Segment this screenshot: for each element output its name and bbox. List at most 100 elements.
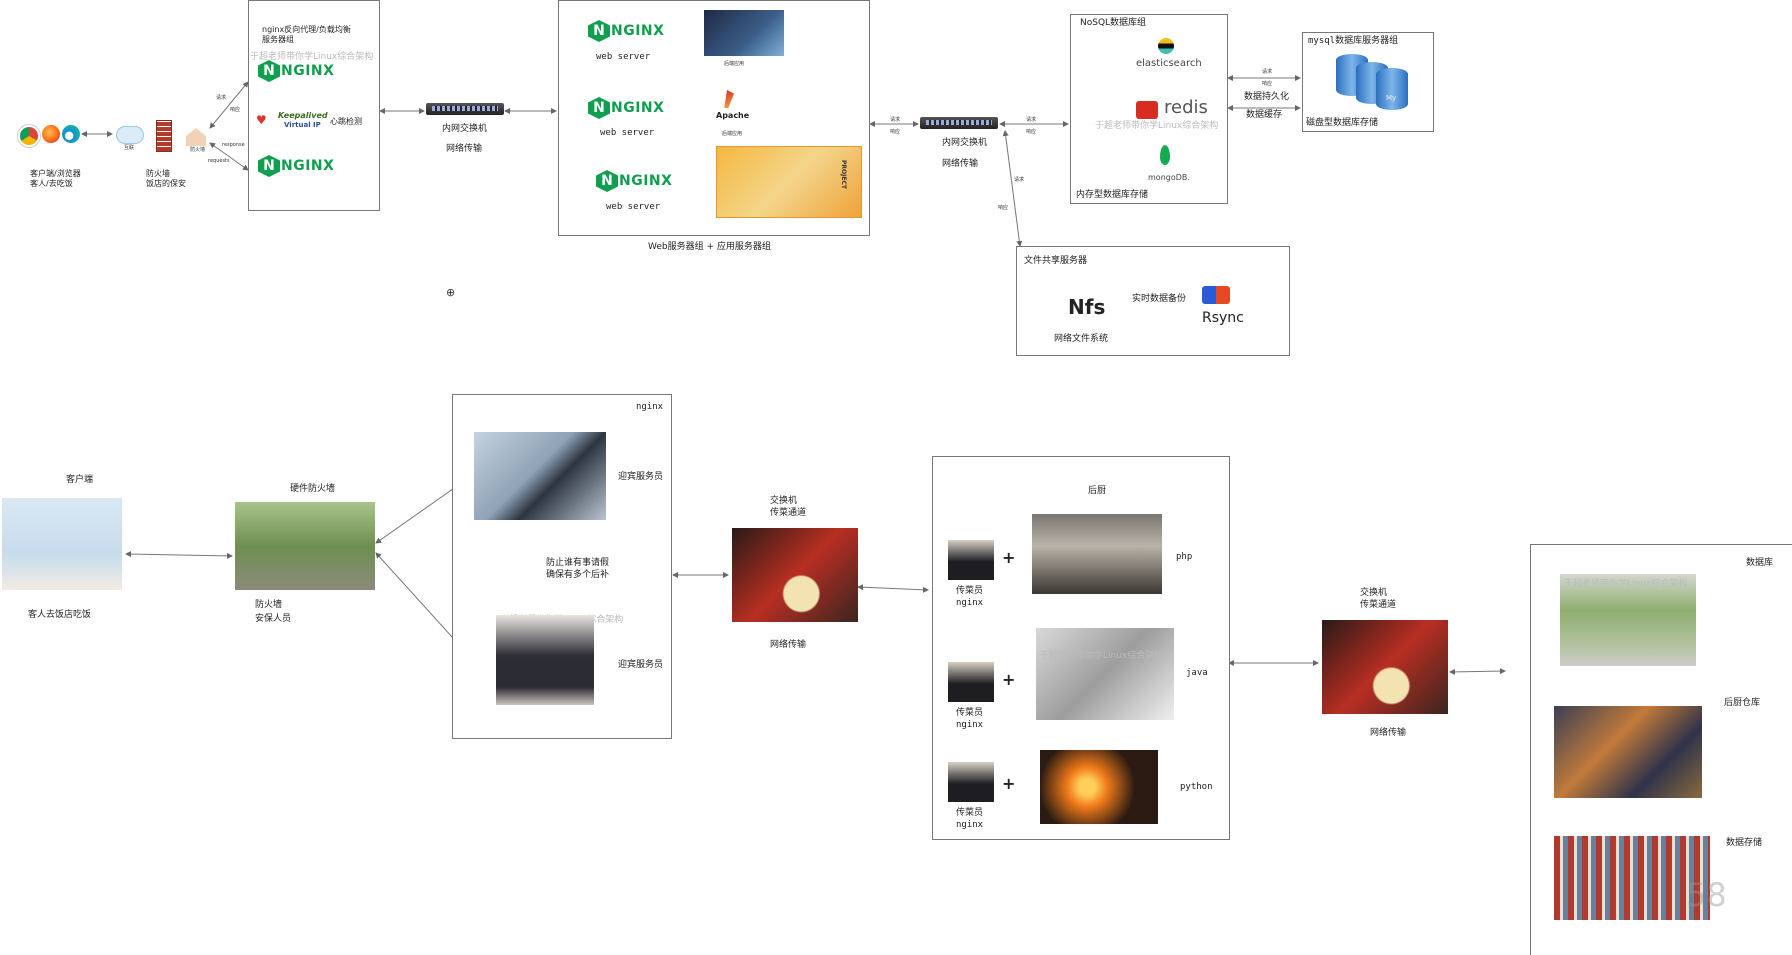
web-server-label-2: web server bbox=[600, 128, 655, 138]
watermark-db: 于超老师带你学Linux综合架构 bbox=[1564, 579, 1688, 589]
cloud-label: 互联 bbox=[124, 145, 135, 151]
rice-storage-photo bbox=[1560, 574, 1696, 666]
response-label: response bbox=[222, 142, 245, 148]
bottom-switch-caption: 网络传输 bbox=[770, 640, 807, 650]
chrome-icon bbox=[18, 125, 40, 147]
plus-php: + bbox=[1002, 548, 1016, 567]
greeter-2-label: 迎宾服务员 bbox=[618, 660, 664, 670]
client-illustration bbox=[2, 498, 122, 590]
heart-icon: ♥ bbox=[256, 113, 267, 127]
mongodb-leaf-icon bbox=[1160, 145, 1170, 165]
switch-2-request-label: 请求 bbox=[890, 117, 901, 123]
client-caption: 客人去饭店吃饭 bbox=[28, 610, 92, 620]
switch-1-sublabel: 网络传输 bbox=[446, 144, 483, 154]
switch-2-sublabel: 网络传输 bbox=[942, 159, 979, 169]
hw-firewall-caption1: 防火墙 bbox=[255, 600, 283, 610]
bottom-switch2-caption: 网络传输 bbox=[1370, 728, 1407, 738]
web-group-title: Web服务器组 + 应用服务器组 bbox=[648, 242, 771, 252]
mongodb-label: mongoDB. bbox=[1148, 173, 1190, 182]
client-title: 客户端 bbox=[66, 475, 94, 485]
hw-firewall-caption2: 安保人员 bbox=[255, 614, 292, 624]
watermark-nosql: 于超老师带你学Linux综合架构 bbox=[1095, 121, 1219, 131]
heartbeat-label: 心跳检测 bbox=[330, 117, 362, 126]
rsync-label: Rsync bbox=[1202, 310, 1244, 326]
browser-icons bbox=[18, 125, 80, 147]
plus-python: + bbox=[1002, 774, 1016, 793]
firewall-label: 防火墙 bbox=[146, 169, 170, 178]
waiter-sub-python: nginx bbox=[956, 820, 984, 830]
backup-note-1: 防止谁有事请假 bbox=[546, 558, 610, 568]
web-server-label-3: web server bbox=[606, 202, 661, 212]
bottom-switch-title-1: 交换机 bbox=[770, 496, 798, 506]
cloud-icon bbox=[116, 126, 144, 144]
firewall-sublabel: 饭店的保安 bbox=[146, 179, 186, 188]
waiter-label-php: 传菜员 bbox=[956, 586, 984, 596]
apache-label: Apache bbox=[716, 111, 750, 120]
waiter-serving-photo bbox=[732, 528, 858, 622]
request-label: 请求 bbox=[216, 95, 227, 101]
client-label: 客户端/浏览器 bbox=[30, 169, 81, 178]
db-title: 数据库 bbox=[1746, 558, 1774, 568]
nfs-label: Nfs bbox=[1068, 295, 1106, 319]
kitchen-photo-java bbox=[1036, 628, 1174, 720]
redis-logo-icon bbox=[1136, 101, 1158, 119]
nosql-footer: 内存型数据库存储 bbox=[1076, 190, 1149, 200]
lang-php: php bbox=[1176, 552, 1193, 562]
project-label: PROJECT bbox=[840, 160, 847, 189]
firefox-icon bbox=[42, 125, 60, 143]
file-share-box bbox=[1016, 246, 1290, 356]
cache-label: 数据缓存 bbox=[1246, 110, 1283, 120]
storage-label: 数据存储 bbox=[1726, 838, 1763, 848]
keepalived-sublabel: Virtual IP bbox=[284, 121, 321, 129]
mysql-request-label: 请求 bbox=[1262, 69, 1273, 75]
warehouse-photo bbox=[1554, 706, 1702, 798]
nfs-sublabel: 网络文件系统 bbox=[1054, 334, 1109, 344]
hw-firewall-title: 硬件防火墙 bbox=[290, 484, 336, 494]
kitchen-photo-php bbox=[1032, 514, 1162, 594]
waiter-sub-java: nginx bbox=[956, 720, 984, 730]
apache-feather-icon bbox=[724, 90, 734, 108]
zoom-icon[interactable]: ⊕ bbox=[446, 286, 456, 299]
nosql-request-label: 请求 bbox=[1026, 117, 1037, 123]
keepalived-label: Keepalived bbox=[278, 111, 328, 120]
kitchen-title: 后厨 bbox=[1088, 486, 1107, 496]
backend-app-label-2: 后端应用 bbox=[722, 131, 743, 137]
switch-2-label: 内网交换机 bbox=[942, 138, 988, 148]
storage-shelf-photo bbox=[1554, 836, 1710, 920]
watermark: 于超老师带你学Linux综合架构 bbox=[250, 52, 374, 62]
firewall-photo bbox=[235, 502, 375, 590]
waiter-label-java: 传菜员 bbox=[956, 708, 984, 718]
backup-note-2: 确保有多个后补 bbox=[546, 570, 610, 580]
page-number: 58 bbox=[1686, 876, 1727, 914]
switch-2-ports bbox=[926, 120, 992, 125]
redis-label: redis bbox=[1164, 97, 1208, 118]
bottom-switch2-title-2: 传菜通道 bbox=[1360, 600, 1397, 610]
plus-java: + bbox=[1002, 670, 1016, 689]
elasticsearch-logo-icon bbox=[1158, 38, 1174, 54]
lang-python: python bbox=[1180, 782, 1213, 792]
mysql-response-label: 响应 bbox=[1262, 81, 1273, 87]
web-server-label-1: web server bbox=[596, 52, 651, 62]
bottom-switch-title-2: 传菜通道 bbox=[770, 508, 807, 518]
rsync-icon bbox=[1202, 286, 1230, 304]
lb-group-title2: 服务器组 bbox=[262, 35, 294, 44]
mysql-title: mysql数据库服务器组 bbox=[1308, 36, 1399, 46]
mysql-footer: 磁盘型数据库存储 bbox=[1306, 118, 1379, 128]
watermark-java: 于超老师带你学Linux综合架构 bbox=[1040, 651, 1164, 661]
greeter-1-label: 迎宾服务员 bbox=[618, 472, 664, 482]
greeter-photo-2 bbox=[496, 615, 594, 705]
firewall-icon-label: 防火墙 bbox=[190, 147, 206, 153]
waiter-photo-python bbox=[948, 762, 994, 802]
mysql-cylinder-3 bbox=[1376, 68, 1408, 110]
persist-label: 数据持久化 bbox=[1244, 92, 1290, 102]
requests-label: requests bbox=[208, 158, 230, 164]
client-sublabel: 客人/去吃饭 bbox=[30, 179, 73, 188]
greeter-photo-1 bbox=[474, 432, 606, 520]
waiter-serving-photo-2 bbox=[1322, 620, 1448, 714]
mysql-group-box bbox=[1302, 32, 1434, 132]
kitchen-photo-python bbox=[1040, 750, 1158, 824]
lang-java: java bbox=[1186, 668, 1208, 678]
